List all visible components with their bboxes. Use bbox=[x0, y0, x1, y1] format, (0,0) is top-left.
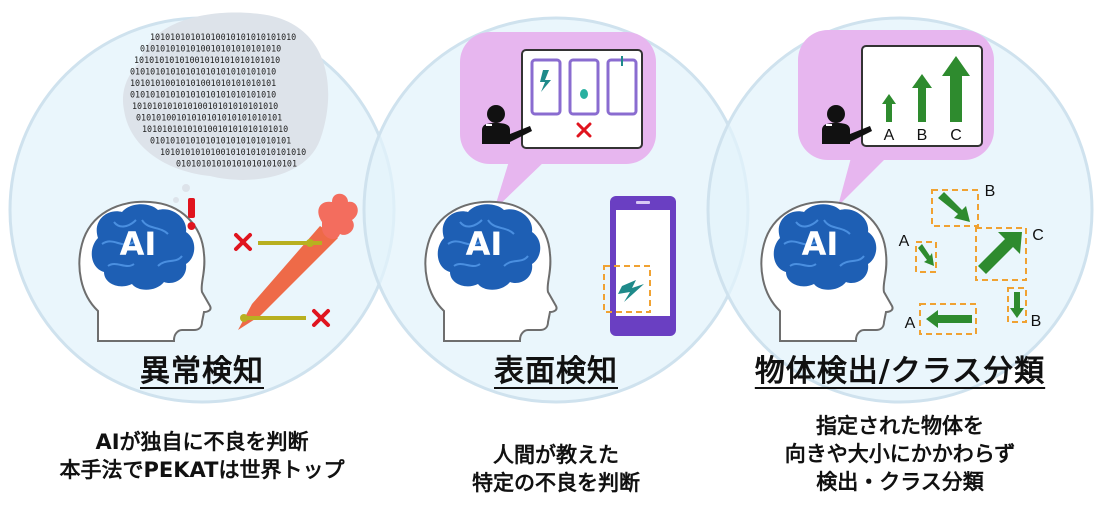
binary-line: 10101010101001010101010101010 bbox=[134, 55, 280, 65]
ai-label-3: AI bbox=[802, 225, 839, 263]
detection-class-label: A bbox=[899, 233, 910, 250]
desc-line: 特定の不良を判断 bbox=[472, 471, 640, 495]
detected-objects: B A C B A bbox=[899, 183, 1044, 335]
ai-head-3 bbox=[760, 200, 894, 342]
detection-class-label: B bbox=[985, 183, 996, 200]
ai-label-1: AI bbox=[120, 225, 157, 263]
binary-line: 01010101010101010101010101010 bbox=[130, 90, 276, 100]
teaching-speech-bubble-2: A B C bbox=[798, 30, 994, 206]
desc-line: 人間が教えた bbox=[493, 443, 619, 467]
desc-line: 本手法でPEKATは世界トップ bbox=[59, 458, 345, 482]
bubble-class-label: C bbox=[950, 127, 962, 144]
panel-desc-detection: 指定された物体を 向きや大小にかかわらず 検出・クラス分類 bbox=[760, 412, 1040, 496]
binary-line: 10101010101010010101010101010 bbox=[142, 124, 288, 134]
binary-line: 10101010101010010101010101010 bbox=[150, 32, 296, 42]
detection-class-label: C bbox=[1032, 227, 1044, 244]
binary-line: 01010100101010101010101010101 bbox=[136, 113, 282, 123]
binary-line: 0101010101010010101010101010 bbox=[140, 44, 281, 54]
binary-line: 10101010010101001010101010101 bbox=[130, 78, 276, 88]
panel-title-anomaly: 異常検知 bbox=[140, 354, 264, 389]
detection-class-label: A bbox=[905, 315, 916, 332]
binary-line: 0101010101010101010101010101 bbox=[150, 136, 291, 146]
x-mark-icon bbox=[312, 309, 330, 327]
desc-line: 指定された物体を bbox=[816, 414, 984, 438]
bubble-class-label: A bbox=[884, 127, 895, 144]
smartphone-icon bbox=[603, 196, 676, 336]
binary-line: 01010101010101010101010101010 bbox=[130, 67, 276, 77]
binary-line: 10101010101001010101010101010 bbox=[160, 147, 306, 157]
binary-line: 010101010101010101010101 bbox=[176, 159, 297, 169]
carrot-icon bbox=[238, 193, 358, 330]
desc-line: 向きや大小にかかわらず bbox=[784, 442, 1016, 466]
panel-desc-surface: 人間が教えた 特定の不良を判断 bbox=[446, 441, 666, 497]
binary-line: 10101010101010010101010101010 bbox=[132, 101, 278, 111]
ai-head-2 bbox=[424, 200, 558, 342]
x-mark-icon bbox=[234, 233, 252, 251]
desc-line: 検出・クラス分類 bbox=[816, 470, 984, 494]
panel-desc-anomaly: AIが独自に不良を判断 本手法でPEKATは世界トップ bbox=[42, 428, 362, 484]
panel-title-surface: 表面検知 bbox=[494, 354, 618, 389]
desc-line: AIが独自に不良を判断 bbox=[95, 430, 309, 454]
ai-label-2: AI bbox=[466, 225, 503, 263]
teaching-speech-bubble-1 bbox=[460, 32, 656, 210]
bubble-class-label: B bbox=[917, 127, 928, 144]
exclamation-icon bbox=[187, 198, 196, 230]
detection-class-label: B bbox=[1031, 313, 1042, 330]
panel-title-detection: 物体検出/クラス分類 bbox=[754, 354, 1046, 389]
